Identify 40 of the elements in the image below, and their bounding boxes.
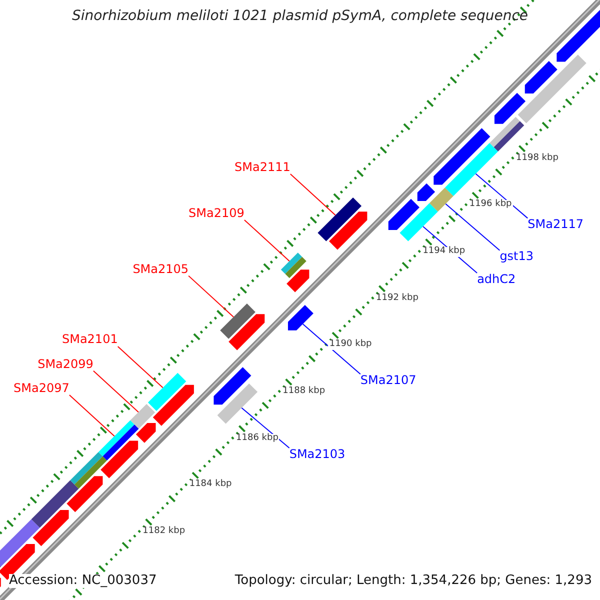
leader-line	[244, 219, 290, 262]
scale-label: 1190 kbp	[328, 340, 373, 350]
scale-label: 1194 kbp	[422, 247, 466, 257]
leader-line	[241, 407, 290, 448]
leader-line	[445, 203, 500, 251]
scale-label: 1186 kbp	[235, 434, 280, 444]
gene-label: SMa2099	[38, 358, 94, 371]
gene-label: gst13	[500, 250, 534, 264]
footer-note: Topology: circular; Length: 1,354,226 bp; Genes: 1,293	[234, 574, 592, 588]
gene-label: SMa2097	[14, 382, 70, 395]
diagram-title: Sinorhizobium meliloti 1021 plasmid pSymA, complete sequence	[70, 9, 530, 24]
gene-feature	[444, 143, 498, 196]
gene-feature	[148, 372, 186, 412]
gene-feature	[98, 420, 139, 461]
gene-feature	[280, 252, 306, 278]
leader-line	[188, 275, 234, 318]
gene-label: SMa2111	[234, 160, 290, 174]
leader-line	[290, 173, 336, 216]
gene-feature	[130, 404, 156, 429]
gene-label: SMa2103	[289, 448, 346, 462]
leader-line	[475, 173, 528, 219]
scale-label: 1196 kbp	[468, 200, 513, 210]
gene-label: SMa2117	[528, 218, 584, 232]
gene-label: adhC2	[477, 272, 516, 286]
scale-label: 1192 kbp	[375, 294, 420, 304]
leader-line	[92, 370, 139, 413]
leader-line	[117, 346, 164, 388]
scale-label: 1182 kbp	[142, 527, 186, 537]
gene-label: SMa2105	[132, 262, 189, 276]
scale-label: 1184 kbp	[188, 480, 233, 490]
gene-label: SMa2109	[188, 206, 244, 220]
footer-note: Accession: NC_003037	[9, 574, 157, 588]
gene-feature	[220, 304, 256, 339]
gene-feature	[288, 304, 314, 330]
gene-label: SMa2107	[360, 374, 416, 388]
leader-line	[302, 324, 361, 375]
leader-line	[68, 394, 115, 437]
scale-label: 1198 kbp	[515, 154, 560, 164]
gene-label: SMa2101	[62, 333, 118, 347]
scale-label: 1188 kbp	[282, 387, 326, 397]
